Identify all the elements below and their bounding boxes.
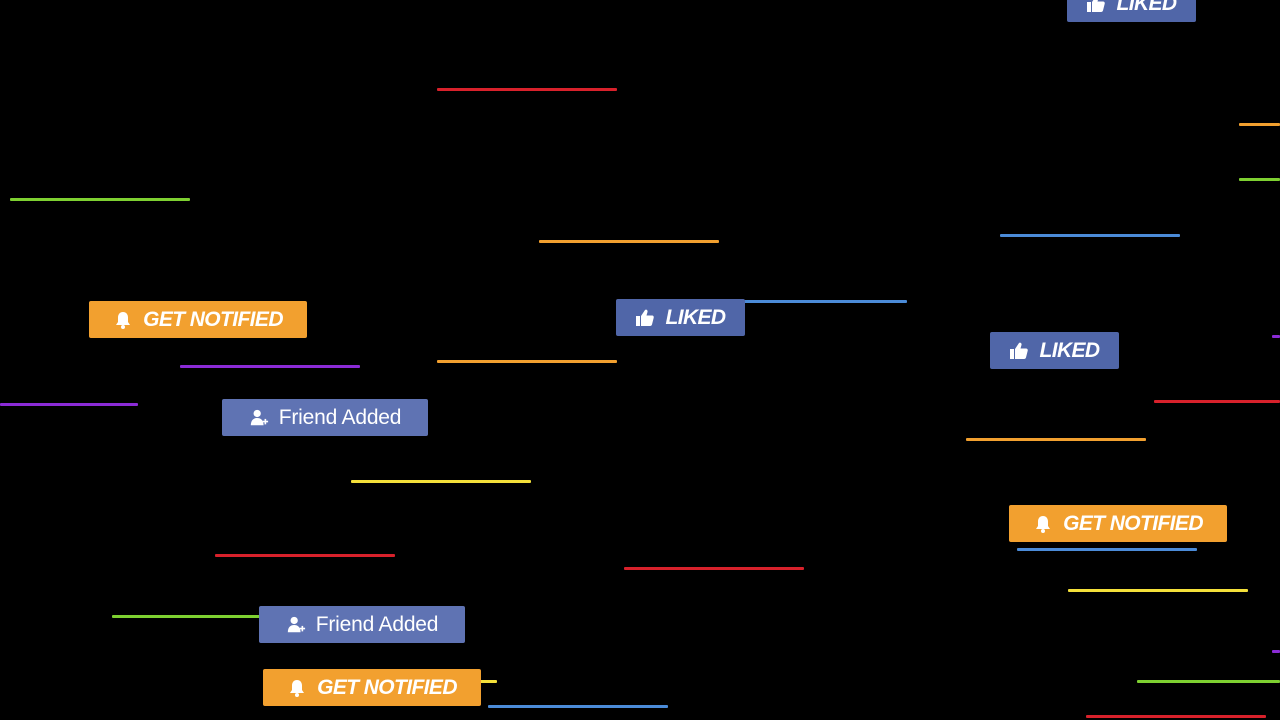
streak-line	[1154, 400, 1280, 403]
bell-icon	[113, 310, 133, 330]
get-notified-label: GET NOTIFIED	[317, 676, 457, 699]
bell-icon	[287, 678, 307, 698]
get-notified-badge: GET NOTIFIED	[89, 301, 307, 338]
streak-line	[727, 300, 907, 303]
streak-line	[437, 88, 617, 91]
streak-line	[1000, 234, 1180, 237]
friend-added-badge: Friend Added	[222, 399, 428, 436]
streak-line	[1086, 715, 1266, 718]
thumbs-up-icon	[1009, 341, 1029, 361]
streak-line	[1068, 589, 1248, 592]
thumbs-up-icon	[635, 308, 655, 328]
liked-label: LIKED	[1039, 339, 1100, 362]
liked-label: LIKED	[665, 306, 726, 329]
get-notified-badge: GET NOTIFIED	[263, 669, 481, 706]
streak-line	[488, 705, 668, 708]
get-notified-label: GET NOTIFIED	[1063, 512, 1203, 535]
streak-line	[624, 567, 804, 570]
streak-line	[1272, 650, 1280, 653]
friend-added-badge: Friend Added	[259, 606, 465, 643]
friend-added-label: Friend Added	[315, 613, 439, 636]
streak-line	[539, 240, 719, 243]
streak-line	[1017, 548, 1197, 551]
streak-line	[1239, 123, 1280, 126]
streak-line	[112, 615, 262, 618]
add-user-icon	[286, 615, 306, 635]
streak-line	[478, 680, 497, 683]
streak-line	[1239, 178, 1280, 181]
get-notified-badge: GET NOTIFIED	[1009, 505, 1227, 542]
liked-badge: LIKED	[990, 332, 1119, 369]
streak-line	[1137, 680, 1280, 683]
liked-badge: LIKED	[616, 299, 745, 336]
streak-line	[0, 403, 138, 406]
streak-line	[966, 438, 1146, 441]
streak-line	[10, 198, 190, 201]
liked-label: LIKED	[1116, 0, 1177, 15]
streak-line	[351, 480, 531, 483]
get-notified-label: GET NOTIFIED	[143, 308, 283, 331]
streak-line	[437, 360, 617, 363]
streak-line	[215, 554, 395, 557]
streak-line	[180, 365, 360, 368]
streak-line	[1272, 335, 1280, 338]
bell-icon	[1033, 514, 1053, 534]
add-user-icon	[249, 408, 269, 428]
thumbs-up-icon	[1086, 0, 1106, 14]
friend-added-label: Friend Added	[278, 406, 402, 429]
liked-badge: LIKED	[1067, 0, 1196, 22]
